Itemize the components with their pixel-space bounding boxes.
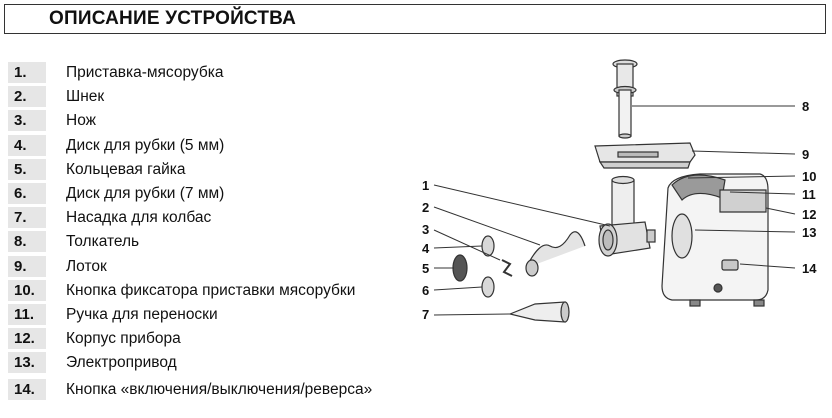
list-item: 5. Кольцевая гайка [8,158,448,183]
list-item: 4. Диск для рубки (5 мм) [8,134,448,159]
callout-9: 9 [802,147,809,162]
item-label: Приставка-мясорубка [66,64,224,81]
grinder-attachment-illustration [598,175,656,257]
list-item: 10. Кнопка фиксатора приставки мясорубки [8,279,448,304]
list-item: 6. Диск для рубки (7 мм) [8,182,448,207]
item-number: 5. [8,158,46,180]
auger-illustration [525,231,586,277]
item-label: Насадка для колбас [66,209,212,227]
callout-2: 2 [422,200,429,215]
item-number: 11. [8,303,46,325]
list-item: 14. Кнопка «включения/выключения/реверса» [8,376,448,401]
list-item: 13. Электропривод [8,352,448,376]
item-label: Диск для рубки (7 мм) [66,184,225,202]
callout-4: 4 [422,241,430,256]
item-number: 1. [8,62,46,83]
item-label: Кнопка фиксатора приставки мясорубки [66,281,356,299]
callout-10: 10 [802,169,816,184]
list-item: 1. Приставка-мясорубка [8,62,448,86]
list-item: 2. Шнек [8,86,448,110]
item-label: Электропривод [66,354,177,372]
section-title: ОПИСАНИЕ УСТРОЙСТВА [49,8,297,29]
device-diagram: 1 2 3 4 5 6 7 8 9 10 11 12 13 14 [422,59,817,323]
leader-lines [433,105,796,316]
item-label: Диск для рубки (5 мм) [66,136,225,154]
motor-body-illustration [661,173,769,307]
item-label: Кнопка «включения/выключения/реверса» [66,381,373,399]
callout-11: 11 [802,187,816,202]
callout-1: 1 [422,178,429,193]
callout-13: 13 [802,225,816,240]
item-number: 7. [8,207,46,229]
item-label: Кольцевая гайка [66,160,186,178]
callout-3: 3 [422,222,429,237]
item-number: 8. [8,231,46,253]
callout-6: 6 [422,283,429,298]
callout-8: 8 [802,99,809,114]
section-header: ОПИСАНИЕ УСТРОЙСТВА [4,4,826,34]
callout-14: 14 [802,261,817,276]
callout-5: 5 [422,261,429,276]
pusher-illustration [612,59,638,139]
item-number: 12. [8,328,46,350]
callout-12: 12 [802,207,816,222]
item-number: 10. [8,279,46,301]
item-label: Ручка для переноски [66,305,218,323]
item-label: Лоток [66,257,107,275]
list-item: 12. Корпус прибора [8,328,448,352]
item-number: 9. [8,255,46,277]
list-item: 11. Ручка для переноски [8,303,448,328]
sausage-attachment-illustration [508,301,570,323]
item-number: 4. [8,134,46,156]
item-number: 13. [8,352,46,374]
parts-list: 1. Приставка-мясорубка 2. Шнек 3. Нож 4. Дис… [8,62,448,401]
list-item: 3. Нож [8,110,448,134]
item-label: Корпус прибора [66,330,181,348]
item-number: 2. [8,86,46,108]
list-item: 8. Толкатель [8,231,448,255]
list-item: 9. Лоток [8,255,448,280]
item-number: 6. [8,182,46,204]
list-item: 7. Насадка для колбас [8,207,448,231]
item-number: 3. [8,110,46,132]
item-label: Толкатель [66,233,140,251]
tray-illustration [594,142,696,169]
item-number: 14. [8,379,46,401]
callout-7: 7 [422,307,429,322]
item-label: Нож [66,112,97,130]
item-label: Шнек [66,88,105,106]
